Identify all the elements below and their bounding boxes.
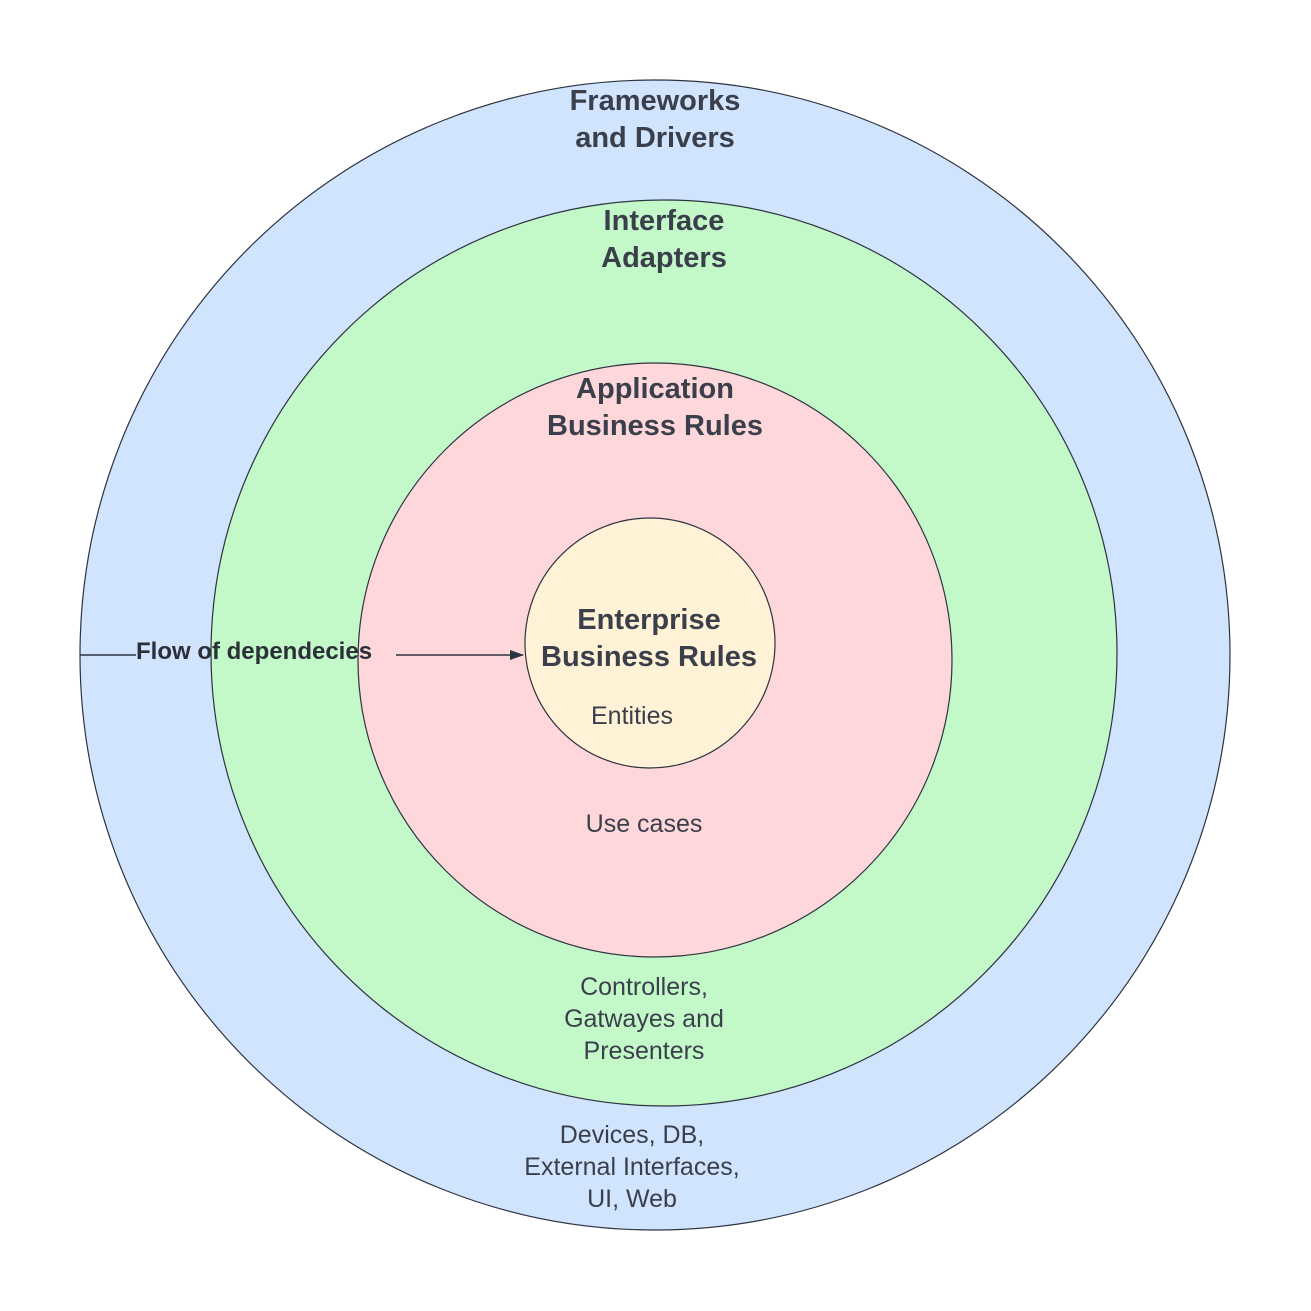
adapters-description: Controllers, Gatwayes and Presenters [564, 973, 724, 1065]
enterprise-title: Enterprise Business Rules [541, 604, 757, 673]
enterprise-circle [524, 517, 776, 769]
frameworks-title: Frameworks and Drivers [569, 85, 741, 154]
application-description: Use cases [585, 810, 703, 838]
adapters-title: Interface Adapters [601, 205, 727, 274]
frameworks-description: Devices, DB, External Interfaces, UI, We… [524, 1121, 740, 1213]
application-title: Application Business Rules [547, 373, 763, 442]
flow-of-dependencies-label: Flow of dependecies [136, 638, 373, 665]
enterprise-description: Entities [591, 702, 673, 730]
